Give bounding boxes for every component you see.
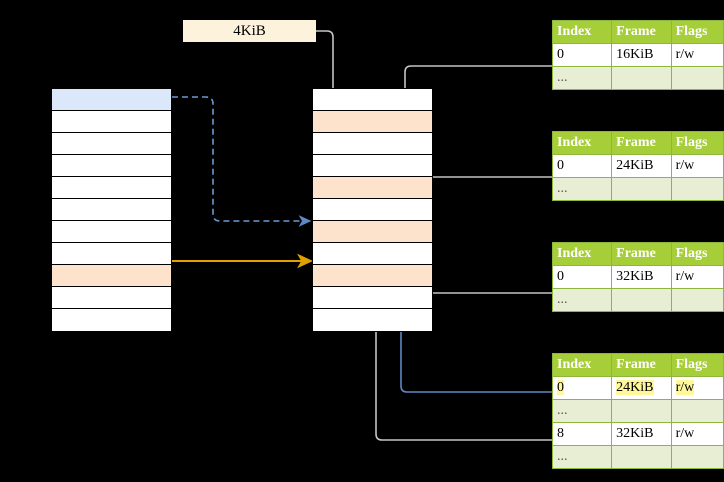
virtual-page-row-3	[52, 155, 171, 177]
cell-frame	[611, 66, 672, 90]
cell-flags	[670, 66, 724, 90]
table-row[interactable]: ...	[551, 399, 724, 423]
highlighted-value: 24KiB	[616, 380, 654, 395]
highlighted-value: 0	[557, 380, 564, 395]
cell-index: ...	[551, 177, 613, 201]
cell-index: 0	[551, 154, 613, 178]
wire-virtual-blue-to-physical	[172, 96, 312, 227]
cell-flags	[670, 445, 724, 469]
virtual-page-row-8	[52, 265, 171, 287]
cell-frame	[611, 445, 672, 469]
table-row[interactable]: ...	[551, 177, 724, 201]
physical-frame-row-1	[313, 111, 432, 133]
page-size-label: 4KiB	[183, 20, 316, 42]
cell-flags: r/w	[670, 376, 724, 400]
cell-flags: r/w	[670, 265, 724, 289]
cell-frame: 24KiB	[611, 376, 672, 400]
virtual-page-row-5	[52, 199, 171, 221]
column-header-index: Index	[551, 131, 613, 155]
cell-flags: r/w	[670, 43, 724, 67]
column-header-flags: Flags	[670, 353, 724, 377]
cell-flags	[670, 399, 724, 423]
column-header-flags: Flags	[670, 20, 724, 44]
cell-index: ...	[551, 66, 613, 90]
cell-index: 0	[551, 43, 613, 67]
cell-index: ...	[551, 399, 613, 423]
virtual-page-row-0	[52, 89, 171, 111]
cell-frame	[611, 399, 672, 423]
table-row[interactable]: ...	[551, 288, 724, 312]
column-header-flags: Flags	[670, 242, 724, 266]
highlighted-value: r/w	[675, 380, 695, 395]
column-header-frame: Frame	[611, 242, 672, 266]
physical-frame-row-2	[313, 133, 432, 155]
table-row[interactable]: ...	[551, 445, 724, 469]
cell-flags: r/w	[670, 422, 724, 446]
virtual-page-row-1	[52, 111, 171, 133]
cell-index: ...	[551, 445, 613, 469]
virtual-page-row-9	[52, 287, 171, 309]
cell-flags	[670, 177, 724, 201]
column-header-frame: Frame	[611, 20, 672, 44]
virtual-page-row-2	[52, 133, 171, 155]
table-row[interactable]: ...	[551, 66, 724, 90]
virtual-page-row-4	[52, 177, 171, 199]
physical-frame-row-9	[313, 287, 432, 309]
cell-index: 8	[551, 422, 613, 446]
virtual-address-space-column	[51, 88, 172, 332]
physical-address-space-column	[312, 88, 433, 332]
column-header-index: Index	[551, 242, 613, 266]
cell-index: 0	[551, 265, 613, 289]
cell-frame: 16KiB	[611, 43, 672, 67]
physical-frame-row-4	[313, 177, 432, 199]
virtual-page-row-6	[52, 221, 171, 243]
physical-frame-row-0	[313, 89, 432, 111]
column-header-flags: Flags	[670, 131, 724, 155]
cell-frame: 32KiB	[611, 265, 672, 289]
cell-flags: r/w	[670, 154, 724, 178]
physical-frame-row-10	[313, 309, 432, 331]
cell-index: 0	[551, 376, 613, 400]
cell-frame: 24KiB	[611, 154, 672, 178]
cell-flags	[670, 288, 724, 312]
physical-frame-row-6	[313, 221, 432, 243]
column-header-frame: Frame	[611, 131, 672, 155]
column-header-index: Index	[551, 353, 613, 377]
physical-frame-row-7	[313, 243, 432, 265]
column-header-frame: Frame	[611, 353, 672, 377]
virtual-page-row-10	[52, 309, 171, 331]
physical-frame-row-8	[313, 265, 432, 287]
virtual-page-row-7	[52, 243, 171, 265]
cell-frame	[611, 177, 672, 201]
cell-index: ...	[551, 288, 613, 312]
column-header-index: Index	[551, 20, 613, 44]
cell-frame	[611, 288, 672, 312]
table-row[interactable]: 0 24KiB r/w	[551, 376, 724, 400]
physical-frame-row-3	[313, 155, 432, 177]
cell-frame: 32KiB	[611, 422, 672, 446]
physical-frame-row-5	[313, 199, 432, 221]
